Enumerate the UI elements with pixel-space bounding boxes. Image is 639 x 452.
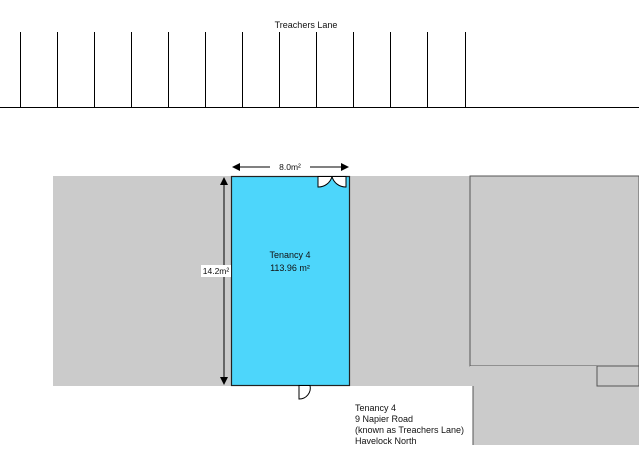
building-right-lower-notch	[596, 365, 639, 387]
address-line-2: 9 Napier Road	[355, 414, 413, 424]
address-line-1: Tenancy 4	[355, 403, 396, 413]
address-line-3: (known as Treachers Lane)	[355, 425, 464, 435]
building-middle	[350, 176, 470, 386]
double-door-icon	[317, 176, 347, 188]
building-left	[53, 176, 232, 386]
width-dimension-label-bg	[270, 161, 310, 173]
door-icon	[298, 385, 311, 400]
depth-dimension-label-bg	[201, 265, 231, 277]
building-right	[469, 175, 639, 367]
parking-bays	[0, 32, 639, 108]
address-line-4: Havelock North	[355, 436, 417, 446]
tenancy-label: Tenancy 4	[269, 250, 310, 260]
tenancy-area: 113.96 m²	[270, 263, 310, 273]
depth-dimension-label: 14.2m²	[203, 266, 230, 276]
width-dimension-label: 8.0m²	[279, 162, 301, 172]
street-label: Treachers Lane	[275, 20, 338, 30]
tenancy-4-unit	[230, 175, 351, 387]
